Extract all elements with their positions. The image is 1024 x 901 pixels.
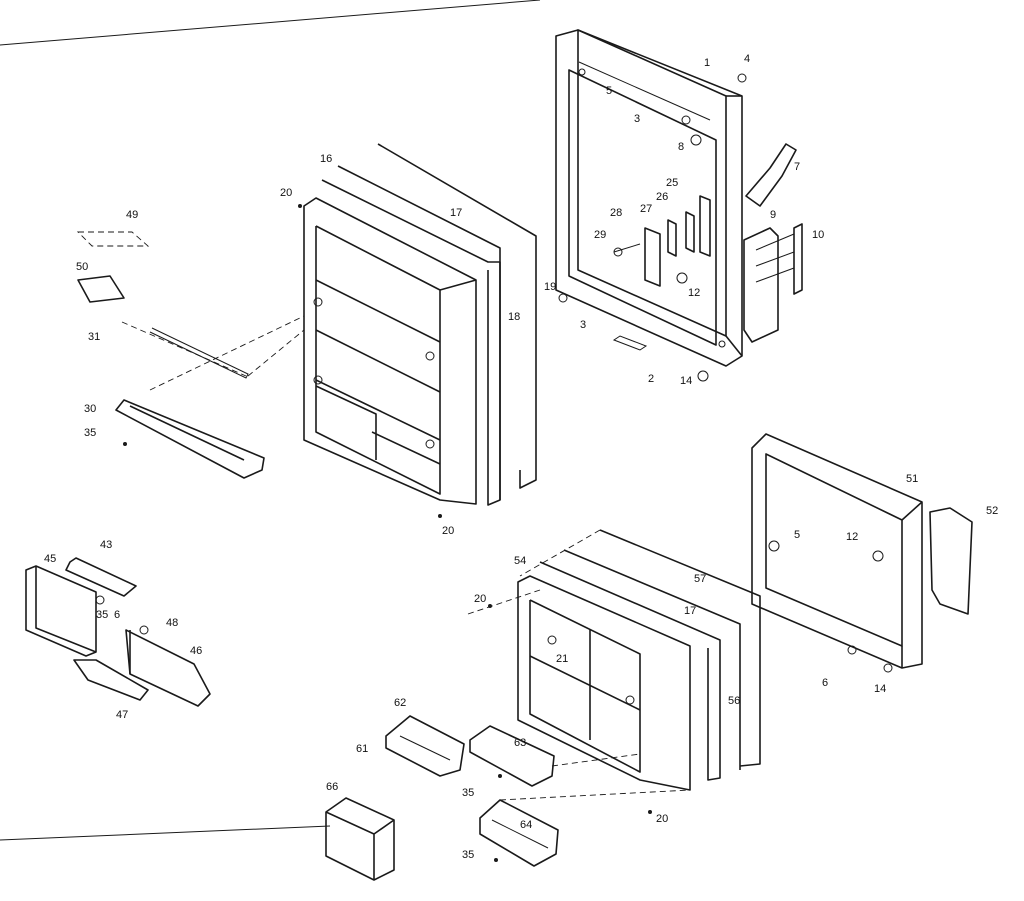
upper-small-parts <box>76 231 150 303</box>
label-50: 50 <box>76 261 88 273</box>
part-labels: 1 4 5 3 8 7 25 26 27 28 29 12 9 10 3 2 1… <box>44 53 998 861</box>
label-56: 56 <box>728 695 740 707</box>
label-7: 7 <box>794 161 800 173</box>
upper-door-outer-panel <box>555 29 743 367</box>
lower-bins <box>385 715 691 867</box>
label-30: 30 <box>84 403 96 415</box>
label-31: 31 <box>88 331 100 343</box>
label-64: 64 <box>520 819 532 831</box>
label-48: 48 <box>166 617 178 629</box>
label-17b: 17 <box>684 605 696 617</box>
label-35c: 35 <box>462 787 474 799</box>
label-14b: 14 <box>874 683 886 695</box>
label-12b: 12 <box>846 531 858 543</box>
label-29: 29 <box>594 229 606 241</box>
label-66: 66 <box>326 781 338 793</box>
label-25: 25 <box>666 177 678 189</box>
label-20c: 20 <box>474 593 486 605</box>
screws <box>123 204 652 862</box>
label-18: 18 <box>508 311 520 323</box>
lower-left-parts <box>25 557 211 707</box>
upper-handle-parts <box>613 195 711 287</box>
label-35b: 35 <box>96 609 108 621</box>
label-9: 9 <box>770 209 776 221</box>
lower-door-outer-panel <box>751 433 973 673</box>
label-45: 45 <box>44 553 56 565</box>
label-3b: 3 <box>580 319 586 331</box>
border-line-top <box>0 0 541 46</box>
label-5: 5 <box>606 85 612 97</box>
label-61: 61 <box>356 743 368 755</box>
label-3: 3 <box>634 113 640 125</box>
label-6: 6 <box>114 609 120 621</box>
label-2: 2 <box>648 373 654 385</box>
label-54: 54 <box>514 555 526 567</box>
label-26: 26 <box>656 191 668 203</box>
label-16: 16 <box>320 153 332 165</box>
upper-hinge-parts <box>743 143 803 343</box>
label-4: 4 <box>744 53 750 65</box>
label-5b: 5 <box>794 529 800 541</box>
label-35d: 35 <box>462 849 474 861</box>
label-17: 17 <box>450 207 462 219</box>
upper-hardware <box>612 73 747 382</box>
label-14: 14 <box>680 375 692 387</box>
label-19: 19 <box>544 281 556 293</box>
border-line-bottom <box>0 825 331 841</box>
label-10: 10 <box>812 229 824 241</box>
label-35: 35 <box>84 427 96 439</box>
label-6b: 6 <box>822 677 828 689</box>
label-21: 21 <box>556 653 568 665</box>
label-8: 8 <box>678 141 684 153</box>
upper-shelf-bars <box>115 315 305 479</box>
label-49: 49 <box>126 209 138 221</box>
label-51: 51 <box>906 473 918 485</box>
label-28: 28 <box>610 207 622 219</box>
label-43: 43 <box>100 539 112 551</box>
label-20d: 20 <box>656 813 668 825</box>
label-57: 57 <box>694 573 706 585</box>
label-20b: 20 <box>442 525 454 537</box>
label-46: 46 <box>190 645 202 657</box>
label-12: 12 <box>688 287 700 299</box>
label-1: 1 <box>704 57 710 69</box>
label-63: 63 <box>514 737 526 749</box>
bin-66 <box>325 797 395 881</box>
label-20: 20 <box>280 187 292 199</box>
label-52: 52 <box>986 505 998 517</box>
label-62: 62 <box>394 697 406 709</box>
label-27: 27 <box>640 203 652 215</box>
upper-door-liner <box>303 143 537 506</box>
label-47: 47 <box>116 709 128 721</box>
lower-door-liner <box>467 529 761 791</box>
